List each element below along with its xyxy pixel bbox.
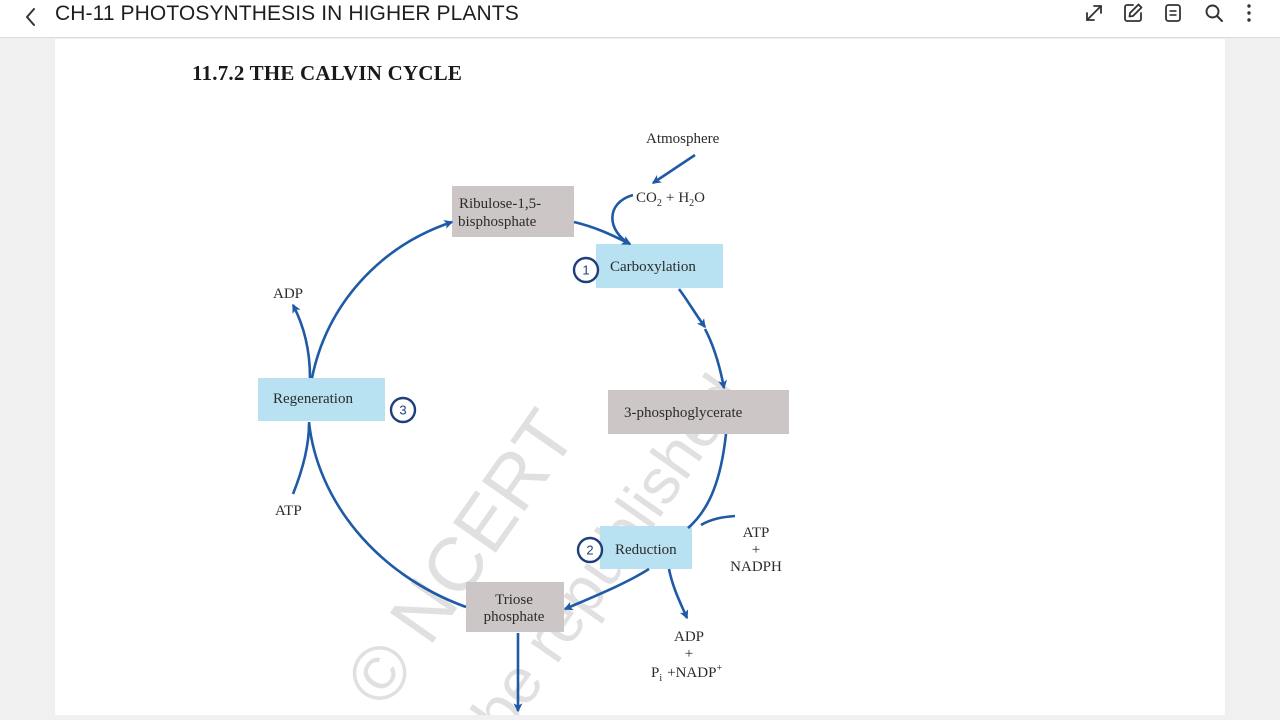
pga-box: [608, 390, 789, 434]
nadph-input-label: NADPH: [730, 559, 782, 575]
step-3-badge: 3: [389, 396, 417, 424]
atp-regeneration-label: ATP: [275, 503, 302, 519]
pga-to-reduction-line: [687, 433, 728, 529]
adp-output-plus: +: [685, 646, 693, 662]
reduction-to-triose-arrow: [563, 567, 650, 611]
section-heading: 11.7.2 THE CALVIN CYCLE: [192, 61, 463, 85]
document-icon[interactable]: [1161, 1, 1185, 25]
atmosphere-label: Atmosphere: [646, 131, 720, 147]
carboxylation-label: Carboxylation: [610, 259, 696, 275]
search-icon[interactable]: [1202, 1, 1226, 25]
document-page: 11.7.2 THE CALVIN CYCLE © NCERT be repub…: [55, 39, 1225, 715]
triose-box: [466, 582, 564, 632]
triose-label-line1: Triose: [495, 592, 533, 608]
atp-input-label: ATP: [743, 525, 770, 541]
step-1-badge: 1: [572, 256, 600, 284]
rubp-to-carboxylation-arrow: [573, 220, 632, 246]
reduction-label: Reduction: [615, 542, 677, 558]
atp-nadph-input-line: [700, 514, 736, 527]
carboxylation-to-pga-arrow-1: [677, 288, 707, 329]
svg-text:1: 1: [582, 263, 589, 278]
rubp-label-line1: Ribulose-1,5-: [459, 196, 541, 212]
rubp-box: [452, 186, 574, 237]
pga-label: 3-phosphoglycerate: [624, 405, 743, 421]
rubp-label-line2: bisphosphate: [458, 214, 537, 230]
regeneration-label: Regeneration: [273, 391, 353, 407]
document-title: CH-11 PHOTOSYNTHESIS IN HIGHER PLANTS: [55, 2, 519, 25]
regeneration-adp-arrow: [291, 303, 312, 379]
regeneration-atp-line: [291, 423, 311, 495]
expand-icon[interactable]: [1082, 1, 1106, 25]
regeneration-to-rubp-arrow: [310, 220, 454, 379]
co2-h2o-label: CO2+H2O: [636, 190, 705, 209]
top-toolbar: CH-11 PHOTOSYNTHESIS IN HIGHER PLANTS: [0, 0, 1280, 38]
atp-nadph-plus: +: [752, 542, 760, 558]
adp-regeneration-label: ADP: [273, 286, 303, 302]
atmosphere-arrow: [651, 153, 696, 185]
carboxylation-to-pga-arrow-2: [703, 328, 727, 390]
svg-text:3: 3: [399, 403, 406, 418]
step-2-badge: 2: [576, 536, 604, 564]
triose-to-regeneration-arrow: [307, 421, 467, 609]
reduction-box: [600, 526, 692, 569]
edit-icon[interactable]: [1121, 1, 1145, 25]
carboxylation-box: [596, 244, 723, 288]
chevron-left-icon[interactable]: [18, 4, 44, 30]
reduction-output-arrow: [667, 568, 689, 620]
svg-text:2: 2: [586, 543, 593, 558]
regeneration-box: [258, 378, 385, 421]
adp-output-label: ADP: [674, 629, 704, 645]
pi-nadp-output-label: Pi+NADP+: [651, 663, 722, 684]
calvin-cycle-diagram: © NCERT be republished: [258, 131, 789, 715]
triose-label-line2: phosphate: [484, 609, 545, 625]
more-vertical-icon[interactable]: [1237, 1, 1261, 25]
